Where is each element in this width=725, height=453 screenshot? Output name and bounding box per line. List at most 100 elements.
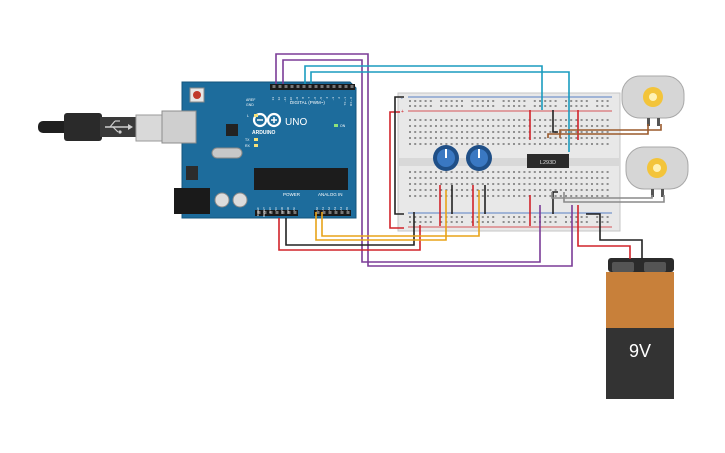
breadboard-hole[interactable]: [585, 131, 588, 133]
breadboard-hole[interactable]: [585, 177, 588, 179]
breadboard-hole[interactable]: [450, 143, 453, 145]
breadboard-hole[interactable]: [440, 105, 443, 107]
breadboard-hole[interactable]: [518, 125, 521, 127]
breadboard-hole[interactable]: [580, 131, 583, 133]
breadboard-hole[interactable]: [424, 183, 427, 185]
breadboard-hole[interactable]: [523, 137, 526, 139]
breadboard-hole[interactable]: [419, 221, 422, 223]
pin-analog-2[interactable]: [328, 211, 332, 214]
breadboard-hole[interactable]: [513, 177, 515, 179]
breadboard-hole[interactable]: [487, 131, 489, 133]
breadboard-hole[interactable]: [476, 119, 479, 121]
breadboard-hole[interactable]: [606, 221, 609, 223]
breadboard-hole[interactable]: [419, 216, 422, 218]
breadboard-hole[interactable]: [419, 189, 422, 191]
breadboard-hole[interactable]: [481, 105, 484, 107]
breadboard-hole[interactable]: [414, 105, 417, 107]
breadboard-hole[interactable]: [492, 216, 495, 218]
breadboard-hole[interactable]: [450, 119, 453, 121]
breadboard-hole[interactable]: [565, 137, 567, 139]
breadboard-hole[interactable]: [533, 137, 536, 139]
breadboard-hole[interactable]: [533, 171, 536, 173]
pin-digital-4[interactable]: [296, 85, 300, 88]
wires[interactable]: [275, 53, 665, 267]
breadboard-hole[interactable]: [606, 100, 609, 102]
breadboard-hole[interactable]: [539, 131, 541, 133]
breadboard-hole[interactable]: [591, 131, 593, 133]
breadboard-hole[interactable]: [539, 195, 541, 197]
breadboard-hole[interactable]: [513, 216, 515, 218]
breadboard-hole[interactable]: [580, 195, 583, 197]
breadboard-hole[interactable]: [424, 105, 427, 107]
breadboard-hole[interactable]: [539, 125, 541, 127]
breadboard-hole[interactable]: [606, 216, 609, 218]
breadboard-hole[interactable]: [471, 105, 474, 107]
breadboard-hole[interactable]: [435, 195, 437, 197]
breadboard-hole[interactable]: [445, 119, 448, 121]
breadboard-hole[interactable]: [596, 177, 599, 179]
breadboard-hole[interactable]: [471, 171, 474, 173]
breadboard-hole[interactable]: [497, 125, 500, 127]
breadboard-hole[interactable]: [523, 171, 526, 173]
breadboard-hole[interactable]: [414, 189, 417, 191]
breadboard-hole[interactable]: [476, 100, 479, 102]
breadboard-hole[interactable]: [497, 183, 500, 185]
breadboard-hole[interactable]: [440, 143, 443, 145]
breadboard-hole[interactable]: [440, 195, 443, 197]
usb-cable[interactable]: [38, 113, 163, 142]
breadboard-hole[interactable]: [601, 183, 604, 185]
breadboard-hole[interactable]: [492, 183, 495, 185]
breadboard-hole[interactable]: [476, 177, 479, 179]
breadboard-hole[interactable]: [539, 189, 541, 191]
breadboard-hole[interactable]: [455, 131, 458, 133]
breadboard-hole[interactable]: [601, 171, 604, 173]
breadboard-hole[interactable]: [507, 171, 510, 173]
breadboard-hole[interactable]: [585, 100, 588, 102]
breadboard-hole[interactable]: [591, 195, 593, 197]
breadboard-hole[interactable]: [487, 100, 489, 102]
breadboard-hole[interactable]: [502, 221, 505, 223]
breadboard-hole[interactable]: [559, 143, 562, 145]
breadboard-hole[interactable]: [414, 171, 417, 173]
breadboard-hole[interactable]: [575, 119, 578, 121]
breadboard-hole[interactable]: [513, 119, 515, 121]
breadboard-hole[interactable]: [440, 177, 443, 179]
breadboard-hole[interactable]: [414, 195, 417, 197]
breadboard-hole[interactable]: [559, 183, 562, 185]
breadboard-hole[interactable]: [455, 100, 458, 102]
breadboard-hole[interactable]: [596, 171, 599, 173]
pin-digital-13[interactable]: [350, 85, 354, 88]
breadboard-hole[interactable]: [492, 125, 495, 127]
breadboard-hole[interactable]: [429, 171, 432, 173]
breadboard-hole[interactable]: [440, 183, 443, 185]
breadboard-hole[interactable]: [539, 100, 541, 102]
breadboard-hole[interactable]: [502, 195, 505, 197]
breadboard-hole[interactable]: [492, 143, 495, 145]
breadboard-hole[interactable]: [424, 177, 427, 179]
breadboard-hole[interactable]: [424, 143, 427, 145]
breadboard-hole[interactable]: [518, 171, 521, 173]
breadboard-hole[interactable]: [455, 216, 458, 218]
breadboard-hole[interactable]: [533, 189, 536, 191]
breadboard-hole[interactable]: [466, 195, 469, 197]
breadboard-hole[interactable]: [450, 131, 453, 133]
breadboard-hole[interactable]: [481, 125, 484, 127]
breadboard-hole[interactable]: [528, 183, 531, 185]
breadboard-hole[interactable]: [502, 119, 505, 121]
breadboard-hole[interactable]: [429, 183, 432, 185]
breadboard-hole[interactable]: [601, 105, 604, 107]
breadboard-hole[interactable]: [575, 183, 578, 185]
breadboard-hole[interactable]: [481, 143, 484, 145]
breadboard-hole[interactable]: [450, 100, 453, 102]
breadboard-hole[interactable]: [528, 177, 531, 179]
breadboard-hole[interactable]: [580, 119, 583, 121]
breadboard-hole[interactable]: [533, 143, 536, 145]
breadboard-hole[interactable]: [419, 125, 422, 127]
breadboard-hole[interactable]: [518, 100, 521, 102]
breadboard-hole[interactable]: [476, 143, 479, 145]
breadboard-hole[interactable]: [424, 100, 427, 102]
breadboard-hole[interactable]: [580, 125, 583, 127]
breadboard-hole[interactable]: [575, 131, 578, 133]
potentiometer-2[interactable]: [466, 145, 492, 171]
